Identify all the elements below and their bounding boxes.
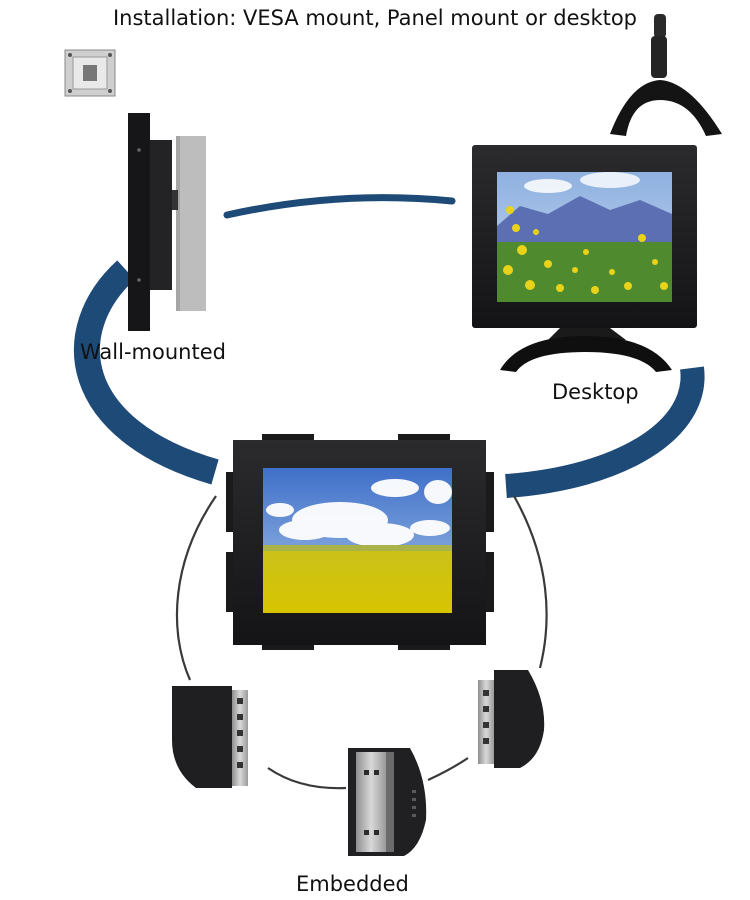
arc-left-thin	[175, 495, 217, 681]
bottom-bracket-detail-image	[348, 748, 427, 856]
arc-top	[223, 194, 456, 219]
left-bracket-detail-image	[172, 686, 248, 788]
detail-arcs	[175, 495, 548, 790]
connector-arcs	[73, 194, 705, 498]
right-bracket-detail-image	[478, 670, 545, 768]
arc-left	[73, 260, 219, 485]
desktop-label: Desktop	[552, 380, 639, 404]
desktop-stand-icon	[610, 14, 722, 136]
wall-mounted-label: Wall-mounted	[80, 340, 226, 364]
arc-bottom-left-thin	[267, 767, 347, 790]
wall-mounted-monitor-image	[128, 113, 206, 331]
embedded-monitor-image	[226, 434, 494, 650]
desktop-monitor-image	[472, 145, 697, 372]
page-title: Installation: VESA mount, Panel mount or…	[112, 6, 638, 30]
arc-right	[505, 366, 705, 498]
embedded-label: Embedded	[296, 872, 409, 896]
arc-bottom-right-thin	[427, 757, 469, 782]
vesa-plate-icon	[64, 49, 116, 97]
arc-right-thin	[513, 495, 548, 669]
